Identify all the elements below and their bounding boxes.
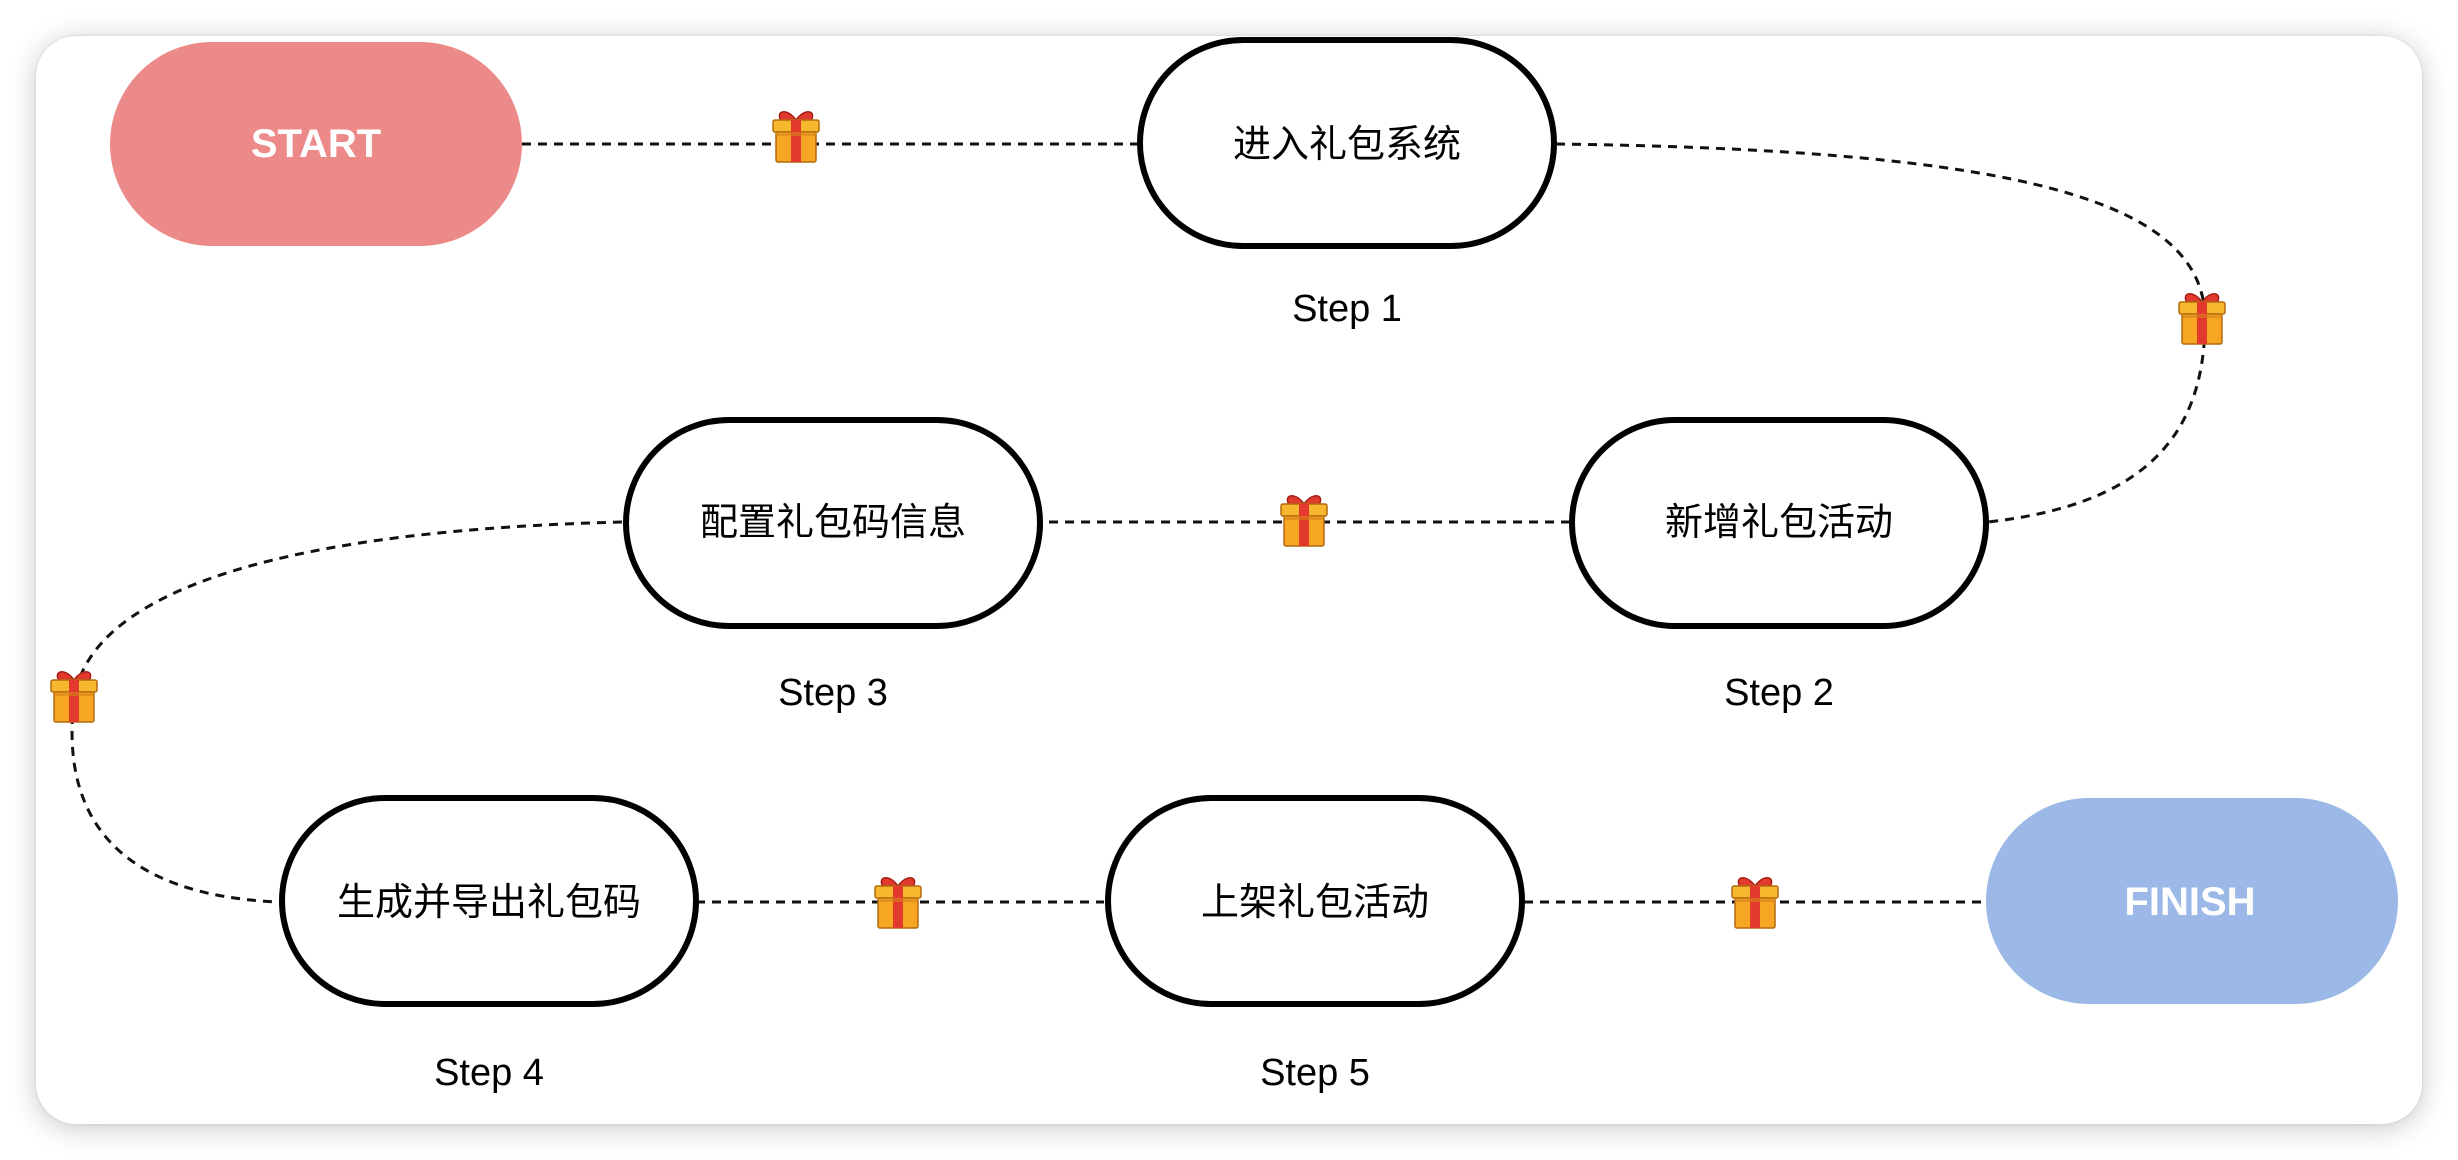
connector-step1-step2: [1555, 142, 2207, 524]
start-pill: [110, 42, 522, 246]
start-node: START: [110, 42, 522, 246]
step-1-caption: Step 1: [1292, 288, 1402, 330]
step-3-node: 配置礼包码信息 Step 3: [623, 417, 1043, 714]
step-4-node: 生成并导出礼包码 Step 4: [279, 795, 699, 1094]
gift-icon: [2178, 293, 2226, 345]
step-5-label: 上架礼包活动: [1201, 880, 1429, 924]
step-1-label: 进入礼包系统: [1233, 122, 1461, 166]
gift-icon: [772, 111, 820, 163]
gift-icon: [50, 671, 98, 723]
step-1-node: 进入礼包系统 Step 1: [1137, 37, 1557, 330]
step-3-caption: Step 3: [778, 672, 888, 714]
step-5-caption: Step 5: [1260, 1052, 1370, 1094]
step-2-caption: Step 2: [1724, 672, 1834, 714]
step-5-node: 上架礼包活动 Step 5: [1105, 795, 1525, 1094]
step-2-label: 新增礼包活动: [1665, 500, 1893, 544]
step-3-label: 配置礼包码信息: [700, 500, 966, 544]
gift-icon: [1280, 495, 1328, 547]
finish-node: FINISH: [1986, 798, 2398, 1004]
step-4-label: 生成并导出礼包码: [337, 880, 641, 924]
gift-icon: [874, 877, 922, 929]
start-label: START: [251, 122, 381, 166]
finish-label: FINISH: [2124, 880, 2255, 924]
step-2-node: 新增礼包活动 Step 2: [1569, 417, 1989, 714]
step-4-caption: Step 4: [434, 1052, 544, 1094]
gift-icon: [1731, 877, 1779, 929]
finish-pill: [1986, 798, 2398, 1004]
